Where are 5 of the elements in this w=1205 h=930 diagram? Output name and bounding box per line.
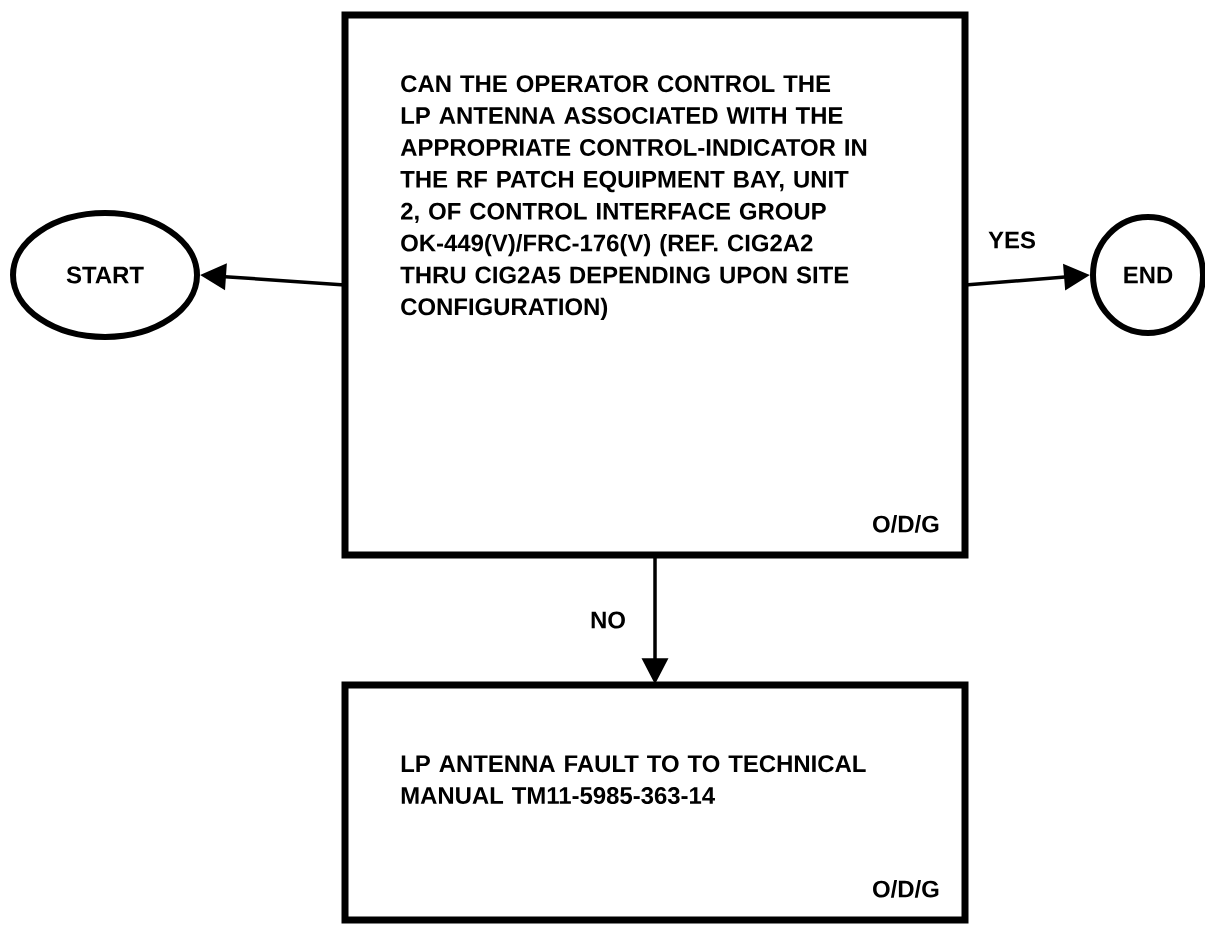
process-box: CAN THE OPERATOR CONTROL THE LP ANTENNA ASSOCIATED WITH THE APPROPRIATE CONTROL-INDICATOR IN THE RF PATCH EQUIPMENT BAY, UNIT 2, OF CONTROL INTERFACE GROUP OK-449(V)/FRC-176(V) (REF. CIG2A2 THRU CIG2A5 DEPENDING UPON SITE CONFIGURATION) O/D/G <box>341 11 969 559</box>
edge-label: YES <box>986 229 1038 251</box>
edge-label: NO <box>588 609 628 631</box>
terminal-oval: START <box>10 210 200 340</box>
process-box: LP ANTENNA FAULT TO TO TECHNICAL MANUAL TM11-5985-363-14 O/D/G <box>341 681 969 924</box>
